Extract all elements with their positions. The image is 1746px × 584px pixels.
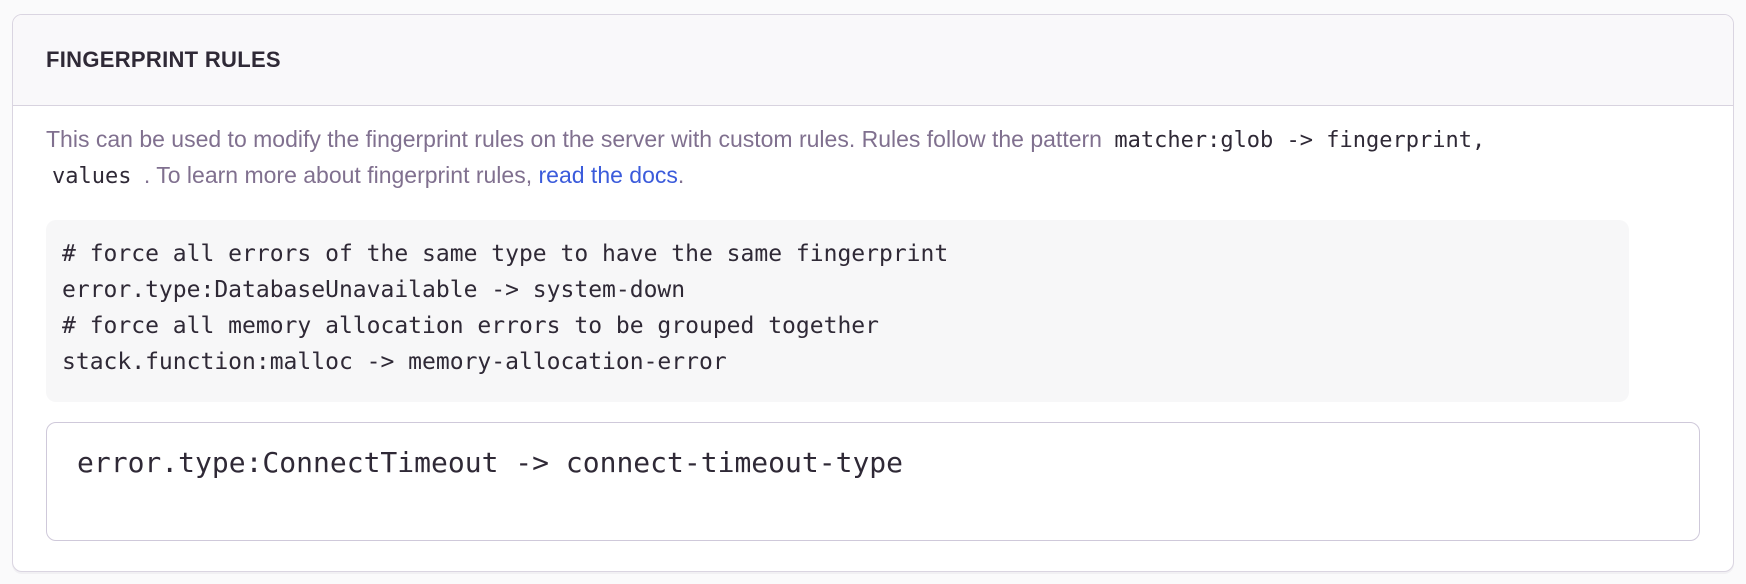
description-text-after: . To learn more about fingerprint rules,	[137, 162, 539, 188]
fingerprint-rules-input[interactable]: error.type:ConnectTimeout -> connect-tim…	[46, 422, 1700, 541]
description-period: .	[677, 162, 685, 188]
description-text-before: This can be used to modify the fingerpri…	[46, 126, 1109, 152]
settings-page: FINGERPRINT RULES This can be used to mo…	[0, 14, 1746, 572]
read-the-docs-link[interactable]: read the docs	[538, 162, 678, 188]
panel-description: This can be used to modify the fingerpri…	[46, 122, 1700, 194]
pattern-inline-code: matcher:glob -> fingerprint,	[1114, 128, 1486, 153]
panel-title: FINGERPRINT RULES	[46, 47, 281, 72]
example-rules-block: # force all errors of the same type to h…	[46, 220, 1629, 402]
fingerprint-rules-panel: FINGERPRINT RULES This can be used to mo…	[12, 14, 1734, 572]
panel-body: This can be used to modify the fingerpri…	[13, 106, 1733, 571]
panel-header: FINGERPRINT RULES	[13, 15, 1733, 106]
values-inline-code: values	[52, 164, 132, 189]
